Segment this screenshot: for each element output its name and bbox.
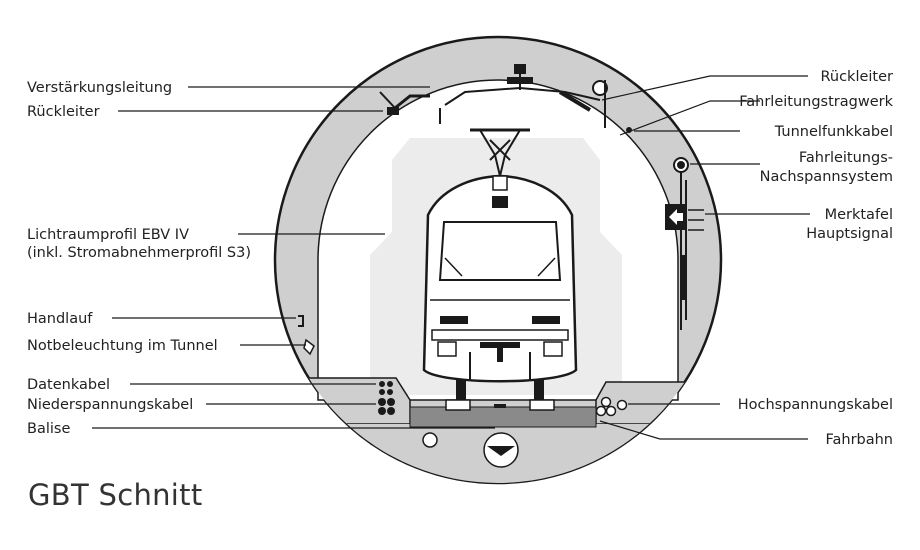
label-rueckleiter-left: Rückleiter	[27, 104, 100, 120]
locomotive	[422, 174, 578, 411]
label-merktafel: Merktafel	[825, 207, 893, 223]
label-fahrbahn: Fahrbahn	[825, 432, 893, 448]
low-voltage-cables	[378, 381, 395, 415]
overhead-equipment	[379, 64, 689, 330]
merktafel-sign	[665, 204, 704, 231]
label-notbeleuchtung: Notbeleuchtung im Tunnel	[27, 338, 218, 354]
label-niederspannungskabel: Niederspannungskabel	[27, 397, 193, 413]
label-datenkabel: Datenkabel	[27, 377, 110, 393]
label-fahrleitungs: Fahrleitungs-	[799, 150, 893, 166]
labels-right: Rückleiter Fahrleitungstragwerk Tunnelfu…	[738, 69, 894, 448]
leader-lines	[92, 75, 810, 440]
label-fahrleitungstragwerk: Fahrleitungstragwerk	[739, 94, 893, 110]
label-lichtraumprofil: Lichtraumprofil EBV IV	[27, 227, 189, 243]
high-voltage-cables	[595, 396, 628, 417]
drainage-pipe-left	[422, 432, 438, 448]
label-hochspannungskabel: Hochspannungskabel	[738, 397, 893, 413]
diagram-title: GBT Schnitt	[28, 478, 203, 512]
label-nachspannsystem: Nachspannsystem	[760, 169, 893, 185]
label-balise: Balise	[27, 421, 70, 437]
trackbed	[409, 406, 597, 428]
labels-left: Verstärkungsleitung Rückleiter Lichtraum…	[27, 80, 251, 437]
pantograph	[470, 128, 530, 177]
label-rueckleiter-right: Rückleiter	[820, 69, 893, 85]
label-stromabnehmerprofil: (inkl. Stromabnehmerprofil S3)	[27, 245, 251, 261]
label-verstaerkungsleitung: Verstärkungsleitung	[27, 80, 172, 96]
label-handlauf: Handlauf	[27, 311, 93, 327]
label-hauptsignal: Hauptsignal	[806, 226, 893, 242]
handlauf-rail	[298, 315, 304, 327]
drainage-channel	[483, 432, 519, 468]
label-tunnelfunkkabel: Tunnelfunkkabel	[774, 124, 893, 140]
